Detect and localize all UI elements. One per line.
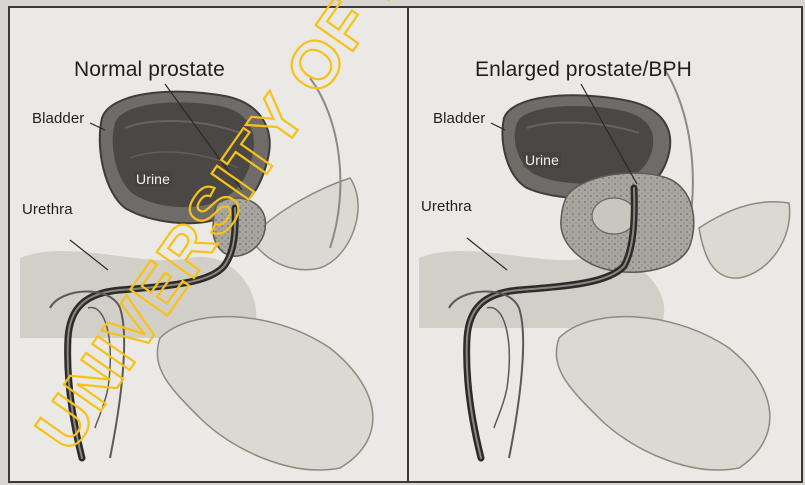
bladder-label: Bladder <box>32 110 84 127</box>
bladder-label: Bladder <box>433 110 485 127</box>
panel-title-enlarged: Enlarged prostate/BPH <box>475 58 692 82</box>
urethra-label: Urethra <box>22 201 73 218</box>
urine-label: Urine <box>134 171 172 187</box>
urine-label: Urine <box>523 152 561 168</box>
diagram-figure: Normal prostate Bladder Urine Urethra <box>8 6 803 483</box>
enlarged-prostate-panel: Enlarged prostate/BPH Bladder Urine Uret… <box>409 8 801 481</box>
normal-prostate-panel: Normal prostate Bladder Urine Urethra <box>10 8 409 481</box>
urethra-label: Urethra <box>421 198 472 215</box>
panel-title-normal: Normal prostate <box>74 58 225 82</box>
